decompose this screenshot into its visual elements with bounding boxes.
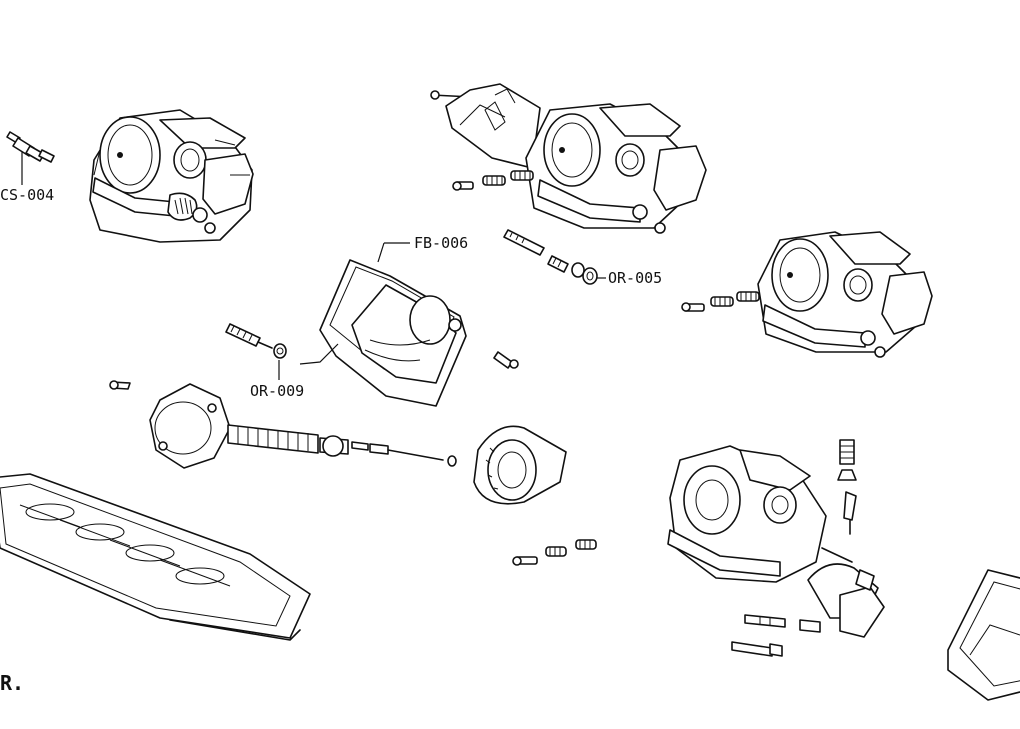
corner-mark: R. bbox=[0, 671, 24, 695]
carburetor-body-2 bbox=[430, 83, 707, 234]
float-bowl-partial bbox=[947, 569, 1020, 701]
drain-screw bbox=[493, 351, 519, 369]
needle-valve-or005 bbox=[503, 229, 606, 285]
callout-or-009: OR-009 bbox=[250, 382, 304, 400]
jet-set-2 bbox=[681, 291, 760, 312]
carburetor-body-1 bbox=[89, 109, 254, 243]
carburetor-body-3 bbox=[757, 231, 933, 358]
jet-set-1 bbox=[452, 170, 534, 191]
pilot-screw-or009 bbox=[225, 323, 287, 380]
air-box-gasket bbox=[0, 473, 311, 641]
carburetor-body-4 bbox=[667, 439, 885, 657]
float-bowl-fb006 bbox=[299, 242, 467, 407]
callout-fb-006: FB-006 bbox=[414, 234, 468, 252]
callout-cs-004: CS-004 bbox=[0, 186, 54, 204]
vacuum-piston-assembly bbox=[109, 380, 567, 505]
callout-or-005: OR-005 bbox=[608, 269, 662, 287]
jet-set-3 bbox=[512, 539, 597, 566]
screw-part-cs004 bbox=[6, 131, 55, 185]
